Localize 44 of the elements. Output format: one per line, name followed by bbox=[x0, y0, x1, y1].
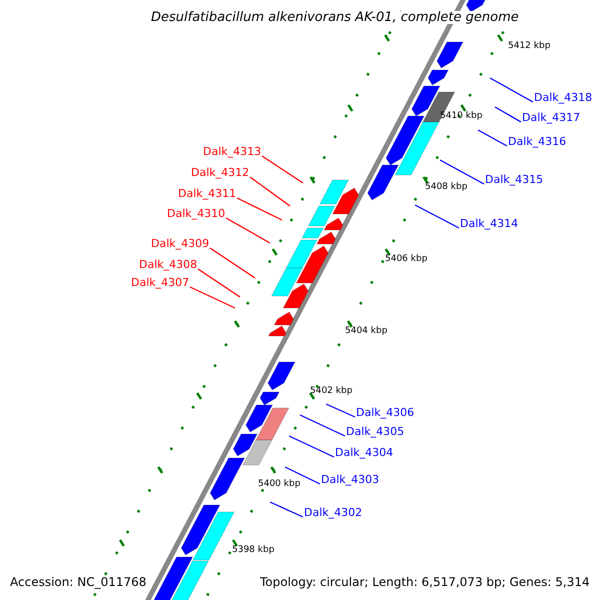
leader-line bbox=[190, 286, 236, 309]
gene-label: Dalk_4312 bbox=[191, 166, 250, 179]
tick-label: 5406 kbp bbox=[385, 253, 428, 266]
gene-label: Dalk_4306 bbox=[356, 406, 414, 419]
gene-label: Dalk_4315 bbox=[485, 173, 544, 186]
leader-line bbox=[262, 156, 304, 184]
leader-line bbox=[414, 204, 460, 229]
leader-line bbox=[440, 159, 484, 185]
gene-label: Dalk_4309 bbox=[151, 237, 210, 250]
accession-text: Accession: NC_011768 bbox=[10, 576, 146, 589]
title: Desulfatibacillum alkenivorans AK-01, complete genome bbox=[151, 11, 519, 24]
gene-label: Dalk_4314 bbox=[460, 217, 518, 230]
tick-label: 5412 kbp bbox=[508, 40, 550, 53]
gene-label: Dalk_4310 bbox=[167, 207, 226, 220]
gene-label: Dalk_4316 bbox=[508, 135, 566, 148]
tick-label: 5404 kbp bbox=[345, 325, 388, 338]
leader-line bbox=[270, 501, 304, 518]
gene-label: Dalk_4311 bbox=[178, 187, 236, 200]
gene-label: Dalk_4304 bbox=[335, 446, 394, 459]
leader-line bbox=[236, 197, 282, 221]
leader-line bbox=[284, 466, 320, 485]
leader-line bbox=[490, 77, 534, 103]
leader-line bbox=[478, 129, 508, 147]
tick-label: 5402 kbp bbox=[310, 385, 352, 398]
gene-label: Dalk_4313 bbox=[203, 145, 262, 158]
leader-line bbox=[210, 248, 256, 278]
tick-label: 5400 kbp bbox=[258, 478, 300, 491]
leader-line bbox=[226, 217, 270, 244]
gene-label: Dalk_4305 bbox=[346, 425, 404, 438]
leader-line bbox=[198, 268, 240, 298]
gene-label: Dalk_4318 bbox=[534, 91, 592, 104]
gene-label: Dalk_4307 bbox=[131, 276, 190, 289]
tick-label: 5408 kbp bbox=[425, 181, 468, 194]
leader-line bbox=[250, 176, 290, 206]
tick-label: 5398 kbp bbox=[232, 544, 274, 557]
genome-info-text: Topology: circular; Length: 6,517,073 bp; Genes: 5,314 bbox=[260, 576, 590, 589]
gene-label: Dalk_4308 bbox=[139, 258, 198, 271]
leader-line bbox=[326, 403, 356, 418]
leader-line bbox=[300, 414, 346, 437]
leader-line bbox=[288, 435, 334, 458]
gene-label: Dalk_4317 bbox=[522, 111, 580, 124]
leader-line bbox=[494, 106, 522, 123]
gene-label: Dalk_4302 bbox=[304, 506, 362, 519]
gene-label: Dalk_4303 bbox=[321, 473, 380, 486]
